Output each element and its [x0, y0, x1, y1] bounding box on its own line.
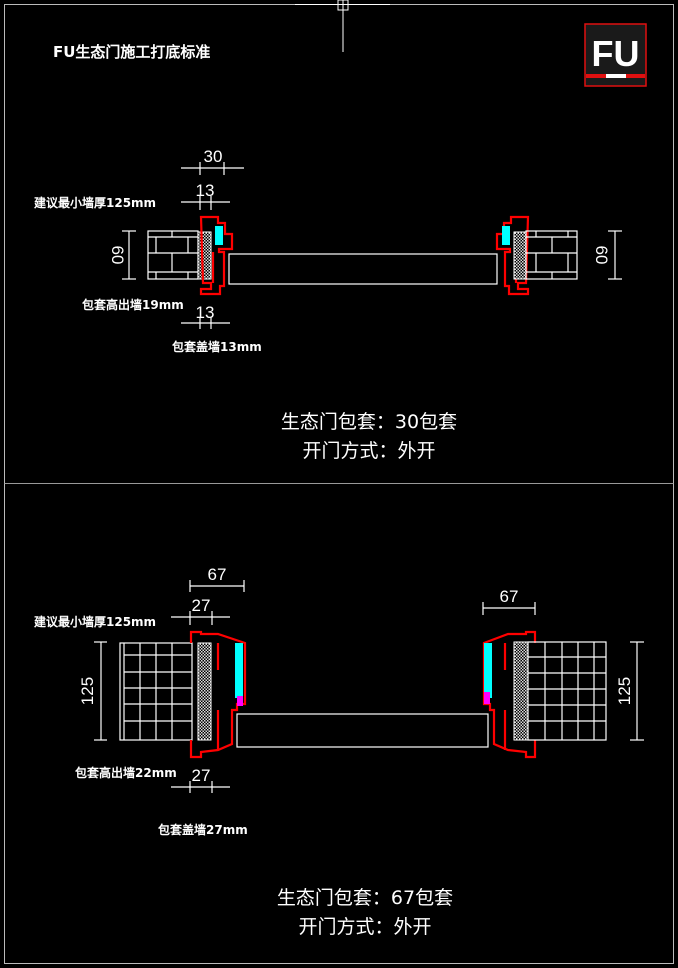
glass-right-top: [502, 226, 510, 245]
caption-top-line2: 开门方式：外开: [302, 440, 435, 462]
caption-top-line1: 生态门包套：30包套: [281, 411, 457, 433]
label-protrude-bottom: 包套高出墙22mm: [74, 765, 177, 780]
dim-27-top: 27: [171, 596, 230, 625]
fu-logo: FU: [584, 23, 647, 87]
dim-13-bottom-label: 13: [196, 303, 215, 322]
right-jamb-frame-bottom: [482, 630, 537, 759]
dim-125-left-label: 125: [78, 677, 97, 705]
gasket-left-bottom: [237, 696, 243, 706]
dim-60-right-label: 60: [592, 246, 611, 265]
top-panel: 30 13 建议最小墙厚125mm 60: [33, 147, 622, 462]
label-min-wall-bottom: 建议最小墙厚125mm: [33, 614, 156, 629]
left-jamb-frame-bottom: [189, 630, 247, 759]
dim-67-right-label: 67: [500, 587, 519, 606]
crosshair-cursor: [295, 0, 390, 52]
right-wall-bottom: [513, 641, 607, 741]
dim-125-right-label: 125: [615, 677, 634, 705]
gasket-right-bottom: [484, 692, 490, 704]
dim-13-top-label: 13: [196, 181, 215, 200]
dim-30-label: 30: [204, 147, 223, 166]
dim-67-left: 67: [189, 565, 245, 592]
dim-67-right: 67: [482, 587, 536, 615]
page-title: FU生态门施工打底标准: [53, 43, 210, 61]
dim-27-top-label: 27: [192, 596, 211, 615]
dim-125-right: 125: [615, 641, 644, 741]
glass-left-bottom: [235, 643, 243, 698]
glass-left-top: [215, 226, 223, 245]
door-leaf-top: [228, 253, 498, 285]
dim-60-left-label: 60: [108, 246, 127, 265]
dim-27-bottom: 27: [171, 766, 230, 793]
label-cover-bottom: 包套盖墙27mm: [157, 822, 248, 837]
dim-60-left: 60: [108, 230, 136, 280]
logo-text: FU: [592, 33, 640, 74]
caption-bottom-line2: 开门方式：外开: [298, 916, 431, 938]
dim-13-bottom: 13: [181, 303, 230, 329]
dim-125-left: 125: [78, 641, 107, 741]
right-wall-top: [513, 230, 578, 280]
dim-13-top: 13: [181, 181, 230, 210]
dim-60-right: 60: [592, 230, 622, 280]
label-min-wall-top: 建议最小墙厚125mm: [33, 195, 156, 210]
left-wall-bottom: [119, 642, 212, 741]
label-protrude-top: 包套高出墙19mm: [81, 297, 184, 312]
dim-30: 30: [181, 147, 244, 175]
left-jamb-frame-top: [199, 215, 234, 296]
door-leaf-bottom: [236, 713, 489, 748]
dim-67-left-label: 67: [208, 565, 227, 584]
label-cover-top: 包套盖墙13mm: [171, 339, 262, 354]
glass-right-bottom: [484, 643, 492, 698]
dim-27-bottom-label: 27: [192, 766, 211, 785]
bottom-panel: 67 27 建议最小墙厚125mm 125: [33, 565, 644, 938]
caption-bottom-line1: 生态门包套：67包套: [277, 887, 453, 909]
